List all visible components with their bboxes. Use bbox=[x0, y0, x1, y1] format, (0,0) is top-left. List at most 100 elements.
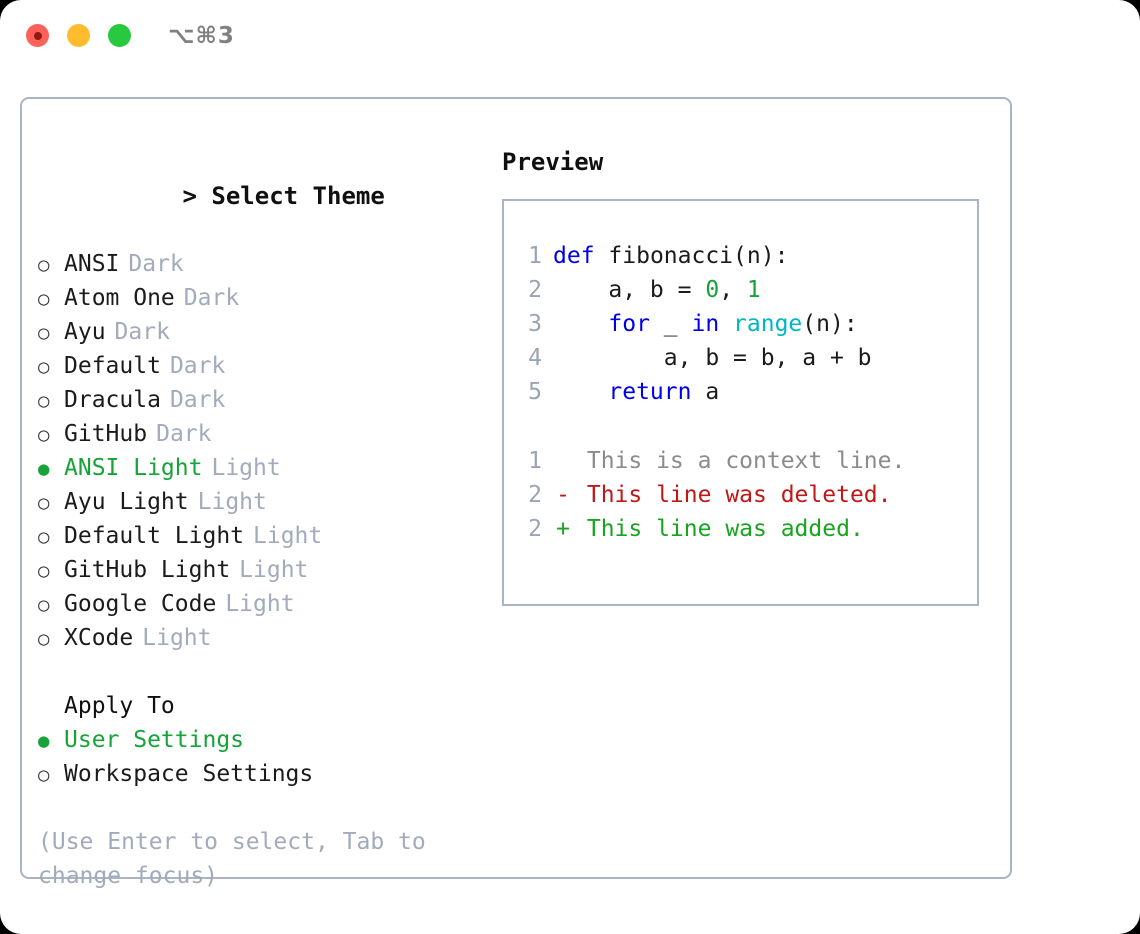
diff-sign bbox=[553, 444, 573, 478]
code-token: 1 bbox=[746, 277, 761, 303]
code-token: (n): bbox=[802, 311, 858, 337]
code-line-text: a, b = 0, 1 bbox=[553, 273, 761, 307]
theme-option-label: Dracula bbox=[64, 387, 161, 413]
theme-option-label: GitHub Light bbox=[64, 557, 231, 583]
theme-option-tag: Dark bbox=[169, 387, 226, 413]
code-token: fibonacci(n): bbox=[608, 243, 789, 269]
theme-option[interactable]: ○ Google Code Light bbox=[38, 587, 498, 621]
theme-option[interactable]: ○ Atom One Dark bbox=[38, 281, 498, 315]
theme-option-tag: Light bbox=[225, 591, 295, 617]
apply-to-option[interactable]: ○Workspace Settings bbox=[38, 757, 498, 791]
theme-option-tag: Light bbox=[239, 557, 309, 583]
theme-option[interactable]: ○ Ayu Light Light bbox=[38, 485, 498, 519]
close-button-icon[interactable] bbox=[26, 24, 49, 47]
code-token bbox=[719, 311, 733, 337]
theme-option[interactable]: ○ ANSI Dark bbox=[38, 247, 498, 281]
diff-line-text: This line was deleted. bbox=[573, 482, 892, 508]
diff-line-text: This line was added. bbox=[573, 516, 864, 542]
theme-option-tag: Dark bbox=[114, 319, 170, 345]
diff-line: 1 This is a context line. bbox=[512, 444, 971, 478]
minimize-button-icon[interactable] bbox=[67, 24, 90, 47]
preview-box: 1 def fibonacci(n): 2 a, b = 0, 1 3 for _ i… bbox=[502, 199, 979, 606]
radio-unselected-icon: ○ bbox=[38, 764, 50, 786]
code-token: 0 bbox=[705, 277, 720, 303]
radio-unselected-icon: ○ bbox=[38, 254, 50, 276]
page-title: > Select Theme bbox=[38, 145, 498, 247]
theme-option-tag: Dark bbox=[128, 251, 184, 277]
theme-option-tag: Dark bbox=[169, 353, 226, 379]
theme-option-tag: Dark bbox=[156, 421, 212, 447]
code-token: a, b = bbox=[553, 277, 706, 303]
code-token: range bbox=[733, 311, 803, 337]
preview-column: Preview 1 def fibonacci(n): 2 a, b = 0, 1 3… bbox=[502, 145, 992, 606]
diff-line-number: 1 bbox=[528, 448, 542, 474]
prompt-caret: > bbox=[182, 182, 197, 210]
radio-unselected-icon: ○ bbox=[38, 390, 50, 412]
theme-option[interactable]: ● ANSI Light Light bbox=[38, 451, 498, 485]
theme-option-label: Default Light bbox=[64, 523, 245, 549]
code-line: 1 def fibonacci(n): bbox=[512, 239, 971, 273]
maximize-button-icon[interactable] bbox=[108, 24, 131, 47]
diff-sign: - bbox=[556, 482, 570, 508]
radio-unselected-icon: ○ bbox=[38, 424, 50, 446]
diff-line: 2+ This line was added. bbox=[512, 512, 971, 546]
code-line-number: 4 bbox=[528, 345, 542, 371]
code-token: def bbox=[553, 243, 595, 269]
code-line-number: 1 bbox=[528, 243, 542, 269]
theme-option[interactable]: ○ Default Light Light bbox=[38, 519, 498, 553]
theme-option-label: Google Code bbox=[64, 591, 217, 617]
radio-unselected-icon: ○ bbox=[38, 628, 50, 650]
theme-option-label: Ayu Light bbox=[64, 489, 189, 515]
theme-option-label: ANSI bbox=[64, 251, 120, 277]
diff-line-number: 2 bbox=[528, 516, 542, 542]
theme-option-label: ANSI Light bbox=[64, 455, 203, 481]
theme-option[interactable]: ○ Default Dark bbox=[38, 349, 498, 383]
keyboard-shortcut-label: ⌥⌘3 bbox=[168, 23, 235, 49]
apply-to-option[interactable]: ● User Settings bbox=[38, 723, 498, 757]
code-line: 5 return a bbox=[512, 375, 971, 409]
diff-line: 2- This line was deleted. bbox=[512, 478, 971, 512]
theme-option-tag: Light bbox=[211, 455, 281, 481]
code-token: a bbox=[691, 379, 720, 405]
code-line-text: for _ in range(n): bbox=[553, 307, 858, 341]
code-line-number: 3 bbox=[528, 311, 542, 337]
apply-to-option-label: User Settings bbox=[64, 727, 245, 753]
code-token: in bbox=[691, 311, 720, 337]
code-token bbox=[553, 379, 608, 405]
list-spacer bbox=[38, 655, 498, 689]
code-line-number: 2 bbox=[528, 277, 542, 303]
diff-line-text: This is a context line. bbox=[573, 448, 906, 474]
radio-selected-icon: ● bbox=[38, 730, 50, 752]
code-line: 2 a, b = 0, 1 bbox=[512, 273, 971, 307]
code-line-text: return a bbox=[553, 375, 719, 409]
theme-option-label: Default bbox=[64, 353, 161, 379]
window-controls bbox=[26, 24, 131, 47]
preview-title: Preview bbox=[502, 148, 604, 176]
apply-to-option-list[interactable]: ● User Settings ○Workspace Settings bbox=[38, 723, 498, 791]
radio-unselected-icon: ○ bbox=[38, 526, 50, 548]
theme-option-label: Atom One bbox=[64, 285, 175, 311]
theme-option-label: Ayu bbox=[64, 319, 106, 345]
code-token: return bbox=[608, 379, 692, 405]
code-sample: 1 def fibonacci(n): 2 a, b = 0, 1 3 for _ i… bbox=[512, 239, 971, 409]
radio-unselected-icon: ○ bbox=[38, 594, 50, 616]
theme-option-tag: Dark bbox=[183, 285, 240, 311]
radio-unselected-icon: ○ bbox=[38, 288, 50, 310]
theme-option-tag: Light bbox=[197, 489, 267, 515]
code-token: for bbox=[608, 311, 650, 337]
radio-unselected-icon: ○ bbox=[38, 492, 50, 514]
theme-option[interactable]: ○ Dracula Dark bbox=[38, 383, 498, 417]
radio-selected-icon: ● bbox=[38, 458, 50, 480]
code-line: 4 a, b = b, a + b bbox=[512, 341, 971, 375]
theme-option-tag: Light bbox=[253, 523, 323, 549]
radio-unselected-icon: ○ bbox=[38, 356, 50, 378]
apply-to-heading: Apply To bbox=[64, 693, 175, 719]
